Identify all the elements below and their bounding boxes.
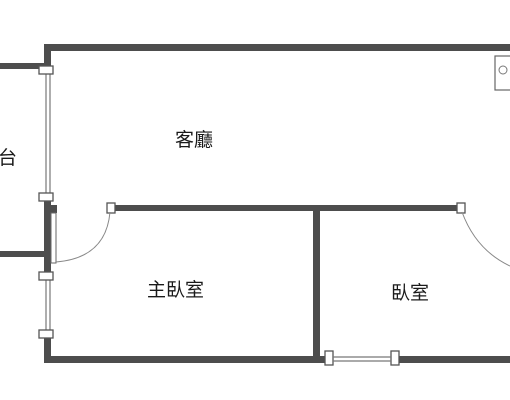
window-cap-3 [38,271,54,281]
master-bedroom-door-leaf [50,212,57,264]
bottom-outer-wall-right [396,356,510,363]
window-cap-6 [390,350,400,366]
window-cap-2 [38,192,54,202]
left-wall-top [44,44,51,70]
window-markers [38,65,466,366]
interior-walls [51,205,460,363]
door-cap-master [106,202,116,214]
sink-basin [494,55,510,91]
window-cap-4 [38,329,54,339]
balcony-area: 台 [0,63,44,257]
balcony-top-wall [0,63,44,69]
master-door-jamb [51,205,57,213]
bedroom-label: 臥室 [391,282,429,304]
balcony-bottom-wall [0,251,44,257]
doors [50,211,510,267]
bottom-outer-wall-left [44,356,328,363]
bedroom-divider-top-wall [111,205,460,211]
balcony-label: 台 [0,147,17,169]
master-bedroom-door-swing [55,211,111,263]
left-wall-bottom [44,334,51,363]
master-bedroom-label: 主臥室 [147,279,204,301]
bedroom-divider-vertical-wall [313,205,320,363]
window-cap-5 [324,350,334,366]
sink-fixture [494,55,510,91]
left-wall-mid [44,196,51,276]
living-room-label: 客廳 [175,129,213,151]
window-cap-1 [38,65,54,75]
sink-drain-icon [498,65,508,75]
top-outer-wall [44,44,510,51]
bedroom-door-swing [461,211,510,267]
outer-walls [44,44,510,363]
door-cap-bedroom [456,202,466,214]
